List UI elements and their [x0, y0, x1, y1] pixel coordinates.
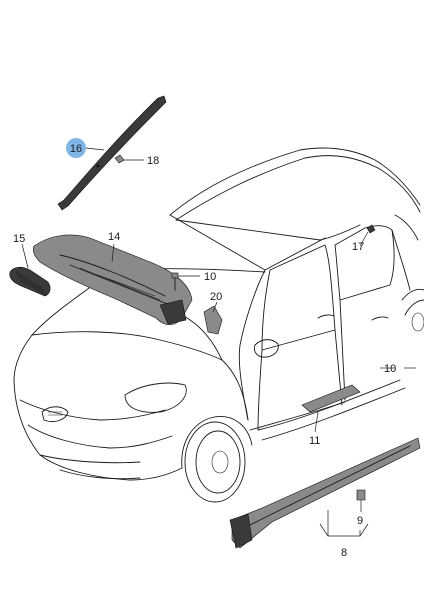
part-14-cowl-panel	[32, 234, 193, 326]
callout-10-top-label[interactable]: 10	[204, 271, 216, 283]
callout-10-side-label[interactable]: 10	[384, 363, 396, 375]
leader-lines	[21, 147, 416, 537]
callout-15-label[interactable]: 15	[13, 233, 25, 245]
part-16-trim-strip	[57, 95, 167, 211]
part-11-sill-trim	[301, 384, 361, 413]
part-18-clip	[114, 154, 125, 164]
callout-9-label[interactable]: 9	[357, 515, 363, 527]
callout-11-label[interactable]: 11	[309, 435, 320, 447]
callout-16-label: 16	[70, 143, 82, 155]
part-17-clip	[366, 224, 376, 234]
part-8-sill-panel	[229, 437, 421, 549]
part-20-bracket	[203, 305, 223, 335]
callout-20-label[interactable]: 20	[210, 291, 222, 303]
callout-18-label[interactable]: 18	[147, 155, 159, 167]
part-15-grille	[9, 266, 51, 297]
part-10-bolt-top	[171, 272, 179, 291]
callout-16[interactable]: 16	[66, 138, 86, 158]
callout-14-label[interactable]: 14	[108, 231, 120, 243]
callout-8-label[interactable]: 8	[341, 547, 347, 559]
callout-17-label[interactable]: 17	[352, 241, 364, 253]
part-9-clip	[356, 489, 366, 501]
callout-16-highlight	[66, 138, 86, 158]
